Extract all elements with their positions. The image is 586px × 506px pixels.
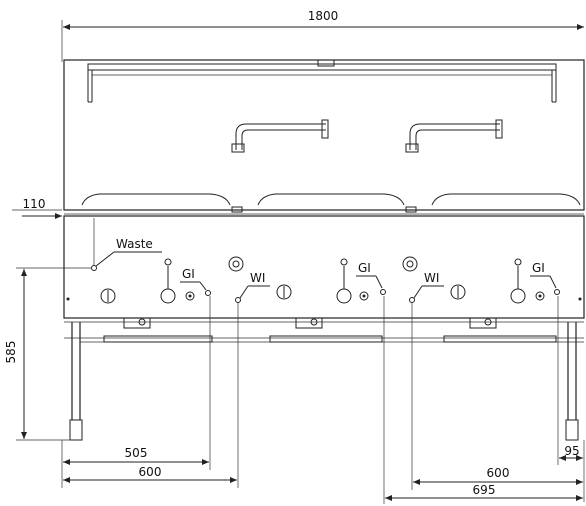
dimension-585: 585: [4, 267, 92, 441]
legs: [69, 322, 579, 441]
burner-trays: [103, 317, 557, 343]
dimension-695-label: 695: [473, 483, 496, 497]
callout-gi-3: GI: [530, 261, 560, 295]
callout-wi-2: WI: [409, 271, 444, 303]
callout-waste: Waste: [91, 218, 162, 271]
dimension-505-label: 505: [125, 446, 148, 460]
dimension-1800-label: 1800: [308, 9, 339, 23]
dimension-585-label: 585: [4, 341, 18, 364]
wok-pans: [64, 193, 584, 215]
dimension-600-right: 600: [411, 303, 585, 502]
dimension-600-left: 600: [63, 303, 239, 488]
cabinet-body: [63, 215, 585, 343]
wi-label-2: WI: [424, 271, 439, 285]
faucet-right: [405, 119, 503, 153]
dimension-overall-width: 1800: [61, 9, 584, 62]
dimension-505: 505: [61, 296, 211, 488]
wi-label-1: WI: [250, 271, 265, 285]
gi-label-1: GI: [182, 267, 195, 281]
dimension-600-right-label: 600: [487, 466, 510, 480]
callout-wi-1: WI: [235, 271, 270, 303]
dimension-695: 695: [383, 296, 583, 504]
waste-label: Waste: [116, 237, 153, 251]
gi-label-3: GI: [532, 261, 545, 275]
gi-label-2: GI: [358, 261, 371, 275]
control-knobs: [100, 256, 545, 304]
dimension-110-label: 110: [23, 197, 46, 211]
back-panel: [63, 59, 585, 211]
dimension-95-label: 95: [564, 444, 579, 458]
dimension-95: 95: [557, 296, 583, 465]
dimension-600-left-label: 600: [139, 465, 162, 479]
callout-gi-1: GI: [180, 267, 211, 296]
faucet-left: [231, 119, 329, 153]
callout-gi-2: GI: [356, 261, 386, 295]
